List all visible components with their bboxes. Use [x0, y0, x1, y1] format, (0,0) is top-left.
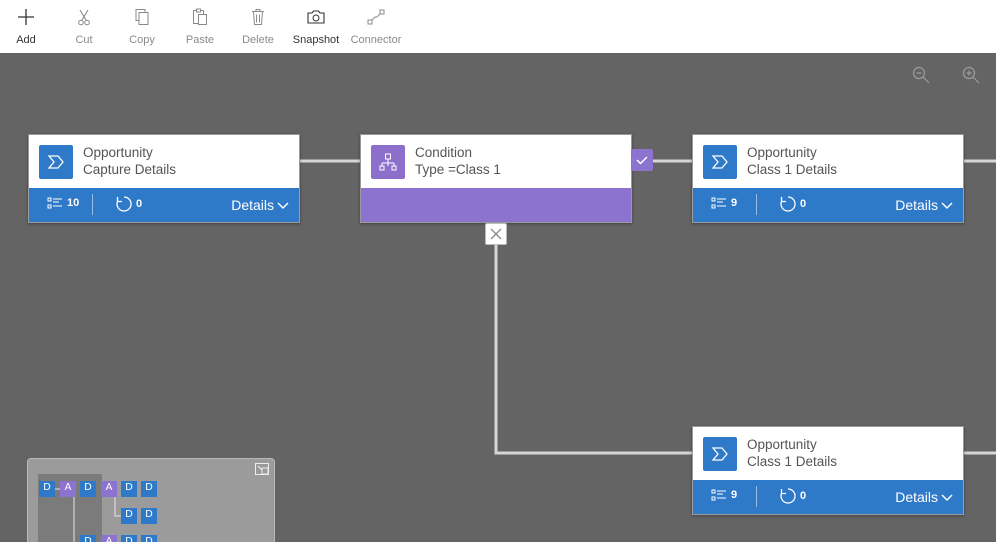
add-label: Add — [16, 34, 36, 46]
paste-icon — [193, 8, 207, 25]
stage-node-capture-details[interactable]: Opportunity Capture Details 10 0 Details — [28, 134, 300, 223]
stage-node-class1-details[interactable]: Opportunity Class 1 Details 9 0 Details — [692, 134, 964, 223]
minimap-stage-node: D — [141, 535, 157, 542]
add-icon — [18, 9, 34, 25]
zoom-in-icon[interactable] — [961, 65, 981, 85]
condition-false-branch[interactable] — [485, 223, 507, 245]
stage-icon — [703, 145, 737, 179]
node-footer: 9 0 Details — [693, 480, 963, 514]
node-header: Opportunity Class 1 Details — [693, 427, 963, 480]
node-title: Condition — [415, 145, 473, 160]
steps-count: 10 — [47, 197, 79, 209]
condition-true-branch[interactable] — [631, 149, 653, 171]
minimap-stage-node: D — [80, 481, 96, 497]
steps-icon — [47, 197, 62, 209]
minimap[interactable]: D A D A D D D D D A D D — [27, 458, 275, 542]
minimap-stage-node: D — [121, 508, 137, 524]
copy-icon — [135, 9, 149, 25]
steps-count: 9 — [711, 489, 737, 501]
steps-icon — [711, 489, 726, 501]
delete-icon — [252, 9, 264, 25]
node-footer: 10 0 Details — [29, 188, 299, 222]
details-button[interactable]: Details — [895, 197, 953, 213]
stage-icon — [39, 145, 73, 179]
cut-icon — [78, 9, 90, 26]
paste-label: Paste — [185, 34, 215, 46]
minimap-condition-node: A — [60, 481, 76, 497]
steps-icon — [711, 197, 726, 209]
condition-node[interactable]: Condition Type =Class 1 — [360, 134, 632, 223]
node-subtitle: Capture Details — [83, 162, 177, 177]
expand-icon[interactable] — [255, 463, 269, 475]
steps-count: 9 — [711, 197, 737, 209]
cut-button[interactable]: Cut — [64, 0, 104, 53]
details-button[interactable]: Details — [895, 489, 953, 505]
chevron-down-icon — [941, 202, 953, 210]
node-subtitle: Type =Class 1 — [415, 162, 501, 177]
copy-button[interactable]: Copy — [122, 0, 162, 53]
cycle-icon — [780, 488, 796, 504]
cycle-count: 0 — [779, 487, 806, 505]
stage-icon — [703, 437, 737, 471]
connector-icon — [367, 9, 385, 25]
paste-button[interactable]: Paste — [180, 0, 220, 53]
minimap-condition-node: A — [101, 535, 117, 542]
node-title: Opportunity — [747, 437, 817, 452]
node-subtitle: Class 1 Details — [747, 162, 838, 177]
details-button[interactable]: Details — [231, 197, 289, 213]
minimap-condition-node: A — [101, 481, 117, 497]
node-subtitle: Class 1 Details — [747, 454, 838, 469]
node-title: Opportunity — [83, 145, 153, 160]
delete-button[interactable]: Delete — [238, 0, 278, 53]
node-header: Condition Type =Class 1 — [361, 135, 631, 188]
delete-label: Delete — [242, 34, 274, 46]
connector-button[interactable]: Connector — [346, 0, 406, 53]
condition-icon — [371, 145, 405, 179]
minimap-stage-node: D — [141, 481, 157, 497]
cut-label: Cut — [75, 34, 93, 46]
toolbar: Add Cut Copy Paste Delete Snapshot Conne… — [0, 0, 996, 53]
minimap-stage-node: D — [141, 508, 157, 524]
connector-label: Connector — [350, 34, 402, 46]
node-header: Opportunity Class 1 Details — [693, 135, 963, 188]
snapshot-button[interactable]: Snapshot — [291, 0, 341, 53]
snapshot-icon — [307, 10, 325, 24]
node-header: Opportunity Capture Details — [29, 135, 299, 188]
zoom-out-icon[interactable] — [911, 65, 931, 85]
node-footer: 9 0 Details — [693, 188, 963, 222]
minimap-stage-node: D — [80, 535, 96, 542]
footer-divider — [92, 194, 93, 215]
minimap-stage-node: D — [121, 481, 137, 497]
chevron-down-icon — [277, 202, 289, 210]
cycle-icon — [780, 196, 796, 212]
add-button[interactable]: Add — [6, 0, 46, 53]
cycle-count: 0 — [779, 195, 806, 213]
copy-label: Copy — [129, 34, 155, 46]
process-canvas[interactable]: Opportunity Capture Details 10 0 Details… — [0, 53, 996, 542]
chevron-down-icon — [941, 494, 953, 502]
close-icon — [490, 228, 502, 240]
cycle-count: 0 — [115, 195, 142, 213]
node-title: Opportunity — [747, 145, 817, 160]
stage-node-class1-details-alt[interactable]: Opportunity Class 1 Details 9 0 Details — [692, 426, 964, 515]
footer-divider — [756, 194, 757, 215]
footer-divider — [756, 486, 757, 507]
minimap-stage-node: D — [121, 535, 137, 542]
node-footer — [361, 188, 631, 222]
minimap-stage-node: D — [39, 481, 55, 497]
check-icon — [636, 156, 648, 165]
connector-lines — [300, 159, 996, 455]
cycle-icon — [116, 196, 132, 212]
minimap-links — [55, 488, 148, 542]
snapshot-label: Snapshot — [292, 34, 340, 46]
